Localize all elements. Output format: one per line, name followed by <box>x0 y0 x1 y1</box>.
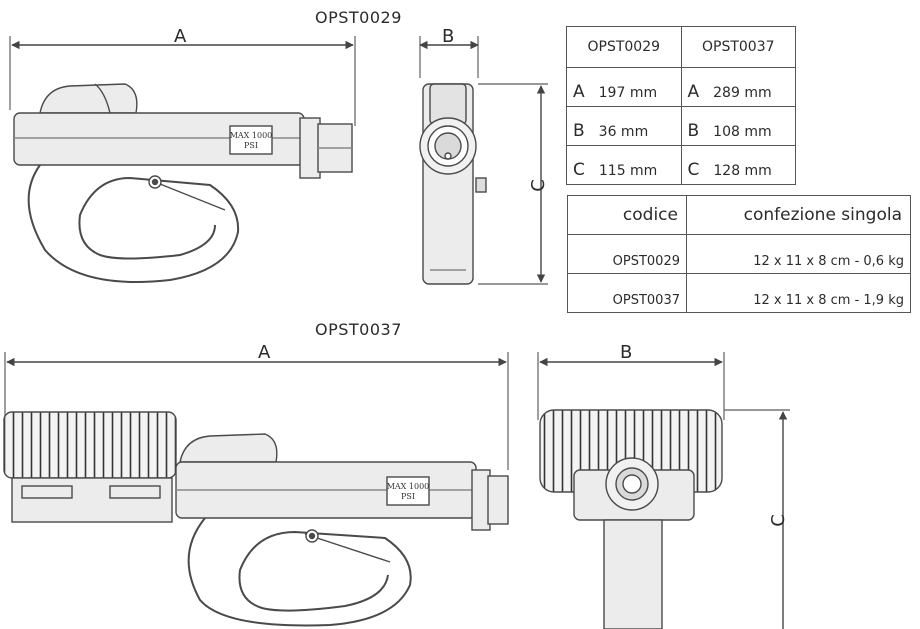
dimensions-header-opst0029: OPST0029 <box>566 26 682 68</box>
row-a-right-letter: A <box>687 82 700 102</box>
row-a-left-letter: A <box>573 82 585 102</box>
packaging-row: OPST0037 12 x 11 x 8 cm - 1,9 kg <box>567 273 911 313</box>
packaging-header-code: codice <box>567 195 687 235</box>
opst0037-marking-line1: MAX 1000 <box>387 482 430 491</box>
opst0037-front-view <box>537 352 790 629</box>
row-c-right-letter: C <box>687 160 700 180</box>
row-a-right-value: 289 mm <box>713 85 772 101</box>
packaging-size: 12 x 11 x 8 cm - 1,9 kg <box>686 273 911 313</box>
opst0029-dim-c-label: C <box>527 179 549 192</box>
opst0029-marking-line1: MAX 1000 <box>230 131 273 140</box>
packaging-header-size: confezione singola <box>686 195 911 235</box>
row-c-left-value: 115 mm <box>598 163 658 179</box>
opst0029-dim-b-label: B <box>442 26 455 47</box>
dimensions-row-a: A 197 mm A 289 mm <box>566 67 796 107</box>
row-c-right-value: 128 mm <box>713 163 772 179</box>
row-a-left-value: 197 mm <box>598 85 658 101</box>
packaging-code: OPST0029 <box>567 234 687 274</box>
opst0037-dim-c-label: C <box>767 514 789 527</box>
opst0029-title: OPST0029 <box>315 8 402 27</box>
opst0037-dim-b-label: B <box>620 342 633 363</box>
opst0029-side-view <box>9 36 356 283</box>
packaging-table: codice confezione singola OPST0029 12 x … <box>567 195 911 313</box>
packaging-code: OPST0037 <box>567 273 687 313</box>
dimensions-row-c: C 115 mm C 128 mm <box>566 145 796 185</box>
row-b-right-value: 108 mm <box>713 124 772 140</box>
opst0037-title: OPST0037 <box>315 320 402 339</box>
row-b-left-letter: B <box>573 121 585 141</box>
row-b-right-letter: B <box>687 121 700 141</box>
dimensions-row-b: B 36 mm B 108 mm <box>566 106 796 146</box>
row-b-left-value: 36 mm <box>598 124 649 140</box>
opst0037-marking-line2: PSI <box>401 492 415 501</box>
opst0037-side-view <box>3 352 509 627</box>
packaging-row: OPST0029 12 x 11 x 8 cm - 0,6 kg <box>567 234 911 274</box>
opst0029-dim-a-label: A <box>174 26 187 47</box>
dimensions-header-opst0037: OPST0037 <box>680 26 796 68</box>
opst0029-marking-line2: PSI <box>244 141 258 150</box>
opst0029-front-view <box>419 36 548 285</box>
opst0037-dim-a-label: A <box>258 342 271 363</box>
dimensions-table: OPST0029 OPST0037 A 197 mm A 289 mm B 36 mm… <box>566 26 796 185</box>
row-c-left-letter: C <box>573 160 585 180</box>
packaging-size: 12 x 11 x 8 cm - 0,6 kg <box>686 234 911 274</box>
